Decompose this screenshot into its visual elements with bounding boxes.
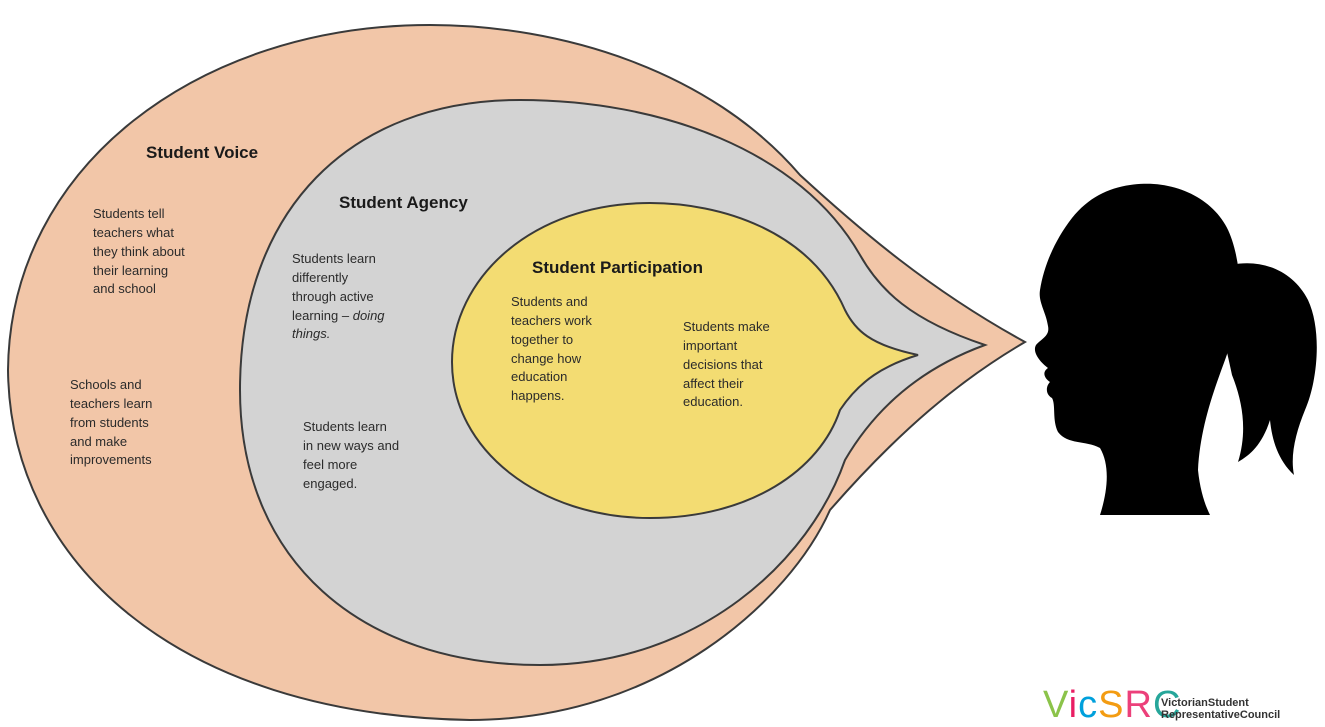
- student-voice-text-1: Students tell teachers what they think a…: [93, 206, 185, 297]
- student-participation-title: Student Participation: [532, 258, 703, 277]
- vicsrc-logo-letter: i: [1068, 684, 1079, 726]
- vicsrc-logo-letter: S: [1098, 684, 1125, 726]
- vicsrc-logo-letter: C: [1152, 684, 1182, 726]
- vicsrc-logo-letter: V: [1043, 684, 1069, 726]
- vicsrc-logo-mark: VicSRC: [1043, 683, 1181, 727]
- student-agency-text-2: Students learn in new ways and feel more…: [303, 419, 400, 491]
- student-voice-title: Student Voice: [146, 143, 259, 162]
- vicsrc-logo-letter: c: [1078, 684, 1099, 726]
- vicsrc-logo: VicSRC VictorianStudent RepresentativeCo…: [1043, 683, 1325, 727]
- student-participation-text-2: Students make important decisions that a…: [683, 319, 770, 410]
- student-agency-text-1-italic: doing things.: [292, 307, 385, 342]
- student-agency-text-1-plain: Students learn differently through activ…: [292, 251, 376, 323]
- vicsrc-logo-name: VictorianStudent RepresentativeCouncil: [1161, 697, 1281, 721]
- vicsrc-logo-letter: R: [1124, 684, 1153, 726]
- student-agency-text-1: Students learn differently through activ…: [292, 250, 385, 344]
- student-participation-bubble: [450, 201, 919, 520]
- girl-silhouette-icon: [1034, 183, 1317, 516]
- student-participation-text-1: Students and teachers work together to c…: [511, 294, 592, 404]
- student-agency-title: Student Agency: [339, 193, 468, 212]
- student-voice-text-2: Schools and teachers learn from students…: [70, 377, 153, 468]
